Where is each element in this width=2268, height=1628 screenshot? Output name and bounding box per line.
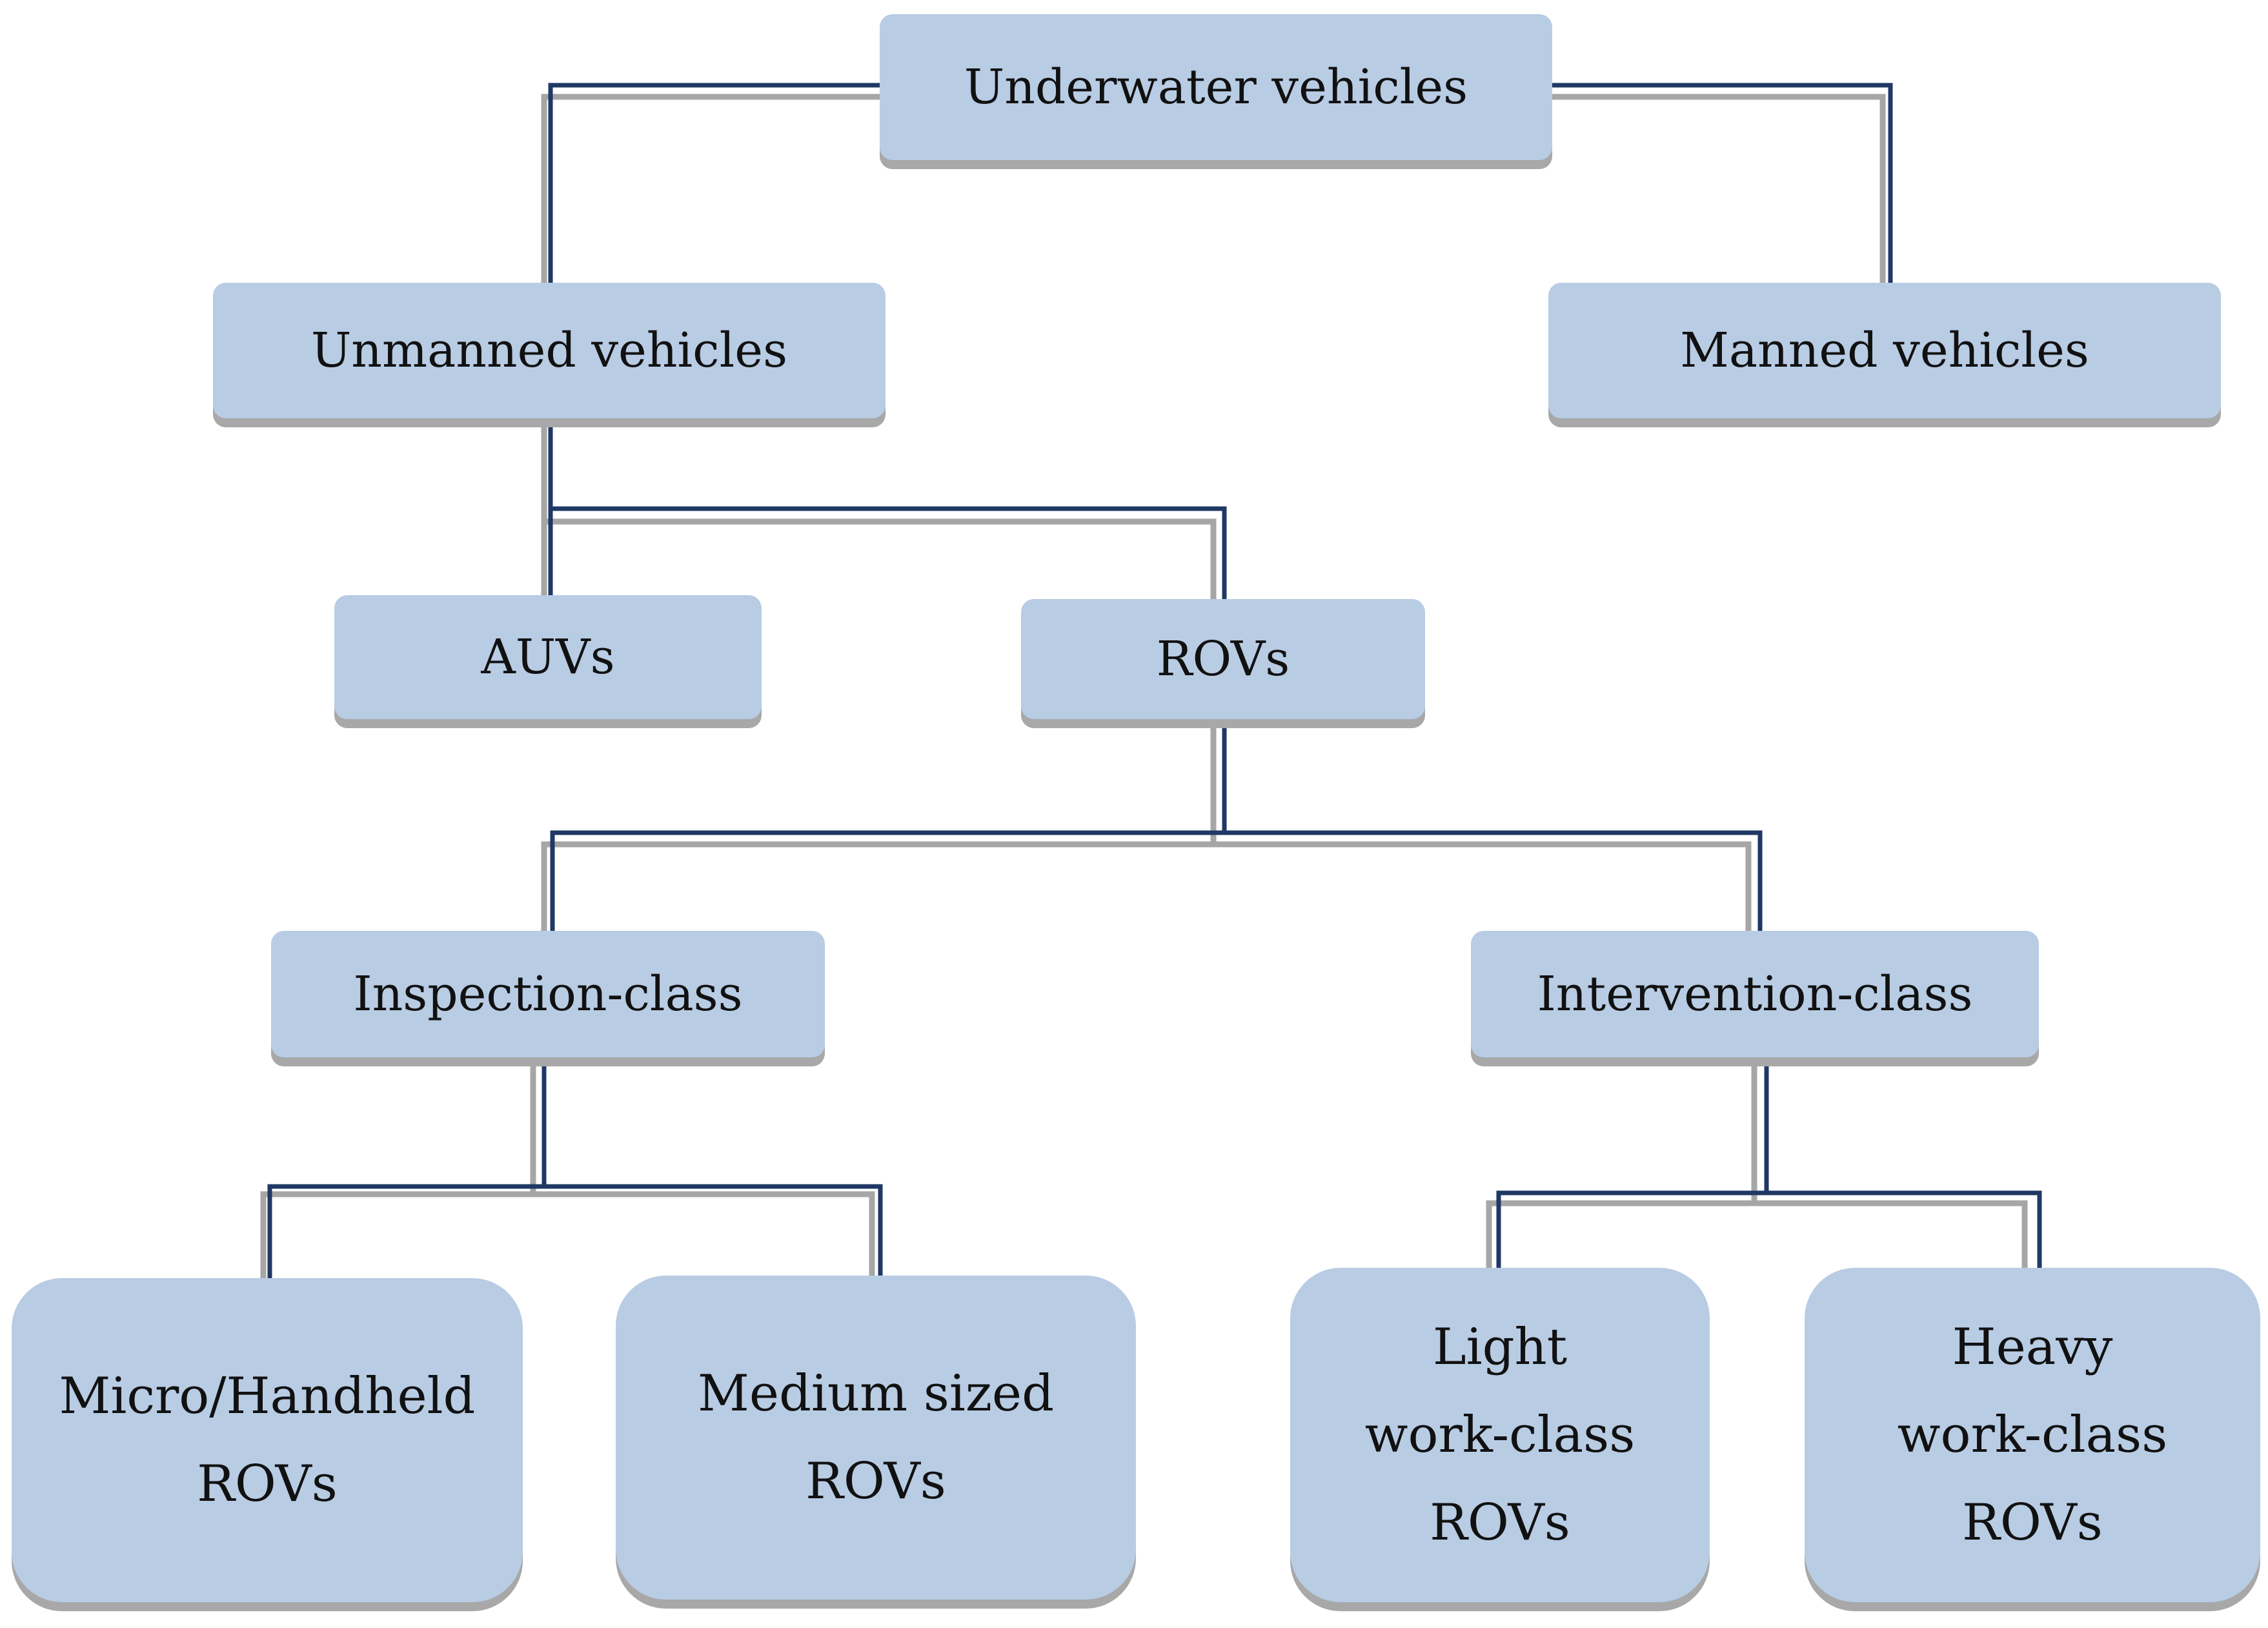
connector-inspection-micro: [267, 1184, 544, 1278]
connector-rovs-inspection: [550, 830, 1224, 931]
node-label: Underwater vehicles: [964, 59, 1468, 115]
node-label-line: Medium sized: [697, 1365, 1055, 1423]
connector-inspection-medium: [544, 1184, 883, 1276]
node-rovs: ROVs: [1021, 599, 1425, 719]
connector-shadow-root-manned: [1552, 94, 1886, 283]
node-label: Inspection-class: [353, 966, 743, 1022]
connector-shadow-intervention-heavy: [1754, 1200, 2028, 1268]
node-micro-handheld-rovs: Micro/Handheld ROVs: [12, 1278, 523, 1602]
node-label-line: ROVs: [805, 1452, 946, 1511]
node-label-line: ROVs: [1430, 1494, 1570, 1552]
node-auvs: AUVs: [334, 595, 762, 719]
node-label-line: work-class: [1897, 1406, 2168, 1464]
node-heavy-work-class-rovs: Heavy work-class ROVs: [1805, 1268, 2260, 1602]
node-label: Unmanned vehicles: [310, 323, 788, 378]
connector-unmanned-rovs: [551, 506, 1227, 599]
node-label-line: Light: [1432, 1318, 1568, 1376]
connector-shadow-unmanned-rovs: [544, 518, 1217, 599]
connector-intervention-heavy: [1767, 1190, 2042, 1268]
connector-root-unmanned: [548, 83, 880, 283]
node-label: Manned vehicles: [1680, 323, 2089, 378]
node-intervention-class: Intervention-class: [1471, 931, 2039, 1057]
connector-strokes: [267, 83, 2042, 1278]
node-light-work-class-rovs: Light work-class ROVs: [1290, 1268, 1710, 1602]
connector-shadows: [260, 94, 2028, 1278]
node-label-line: ROVs: [197, 1455, 338, 1513]
node-medium-sized-rovs: Medium sized ROVs: [616, 1276, 1136, 1600]
node-underwater-vehicles: Underwater vehicles: [880, 14, 1552, 160]
node-manned-vehicles: Manned vehicles: [1548, 283, 2221, 418]
connector-shadow-rovs-inspection: [541, 841, 1213, 931]
node-label-line: Micro/Handheld: [59, 1367, 476, 1425]
node-label-line: ROVs: [1962, 1494, 2103, 1552]
connector-shadow-rovs-intervention: [1213, 841, 1752, 931]
connector-shadow-root-unmanned: [541, 94, 880, 283]
connector-shadow-inspection-medium: [533, 1191, 875, 1276]
connector-rovs-intervention: [1224, 830, 1763, 931]
node-label-line: work-class: [1364, 1406, 1635, 1464]
node-inspection-class: Inspection-class: [271, 931, 825, 1057]
connector-shadow-intervention-light: [1486, 1200, 1754, 1268]
node-label: ROVs: [1156, 631, 1290, 687]
connector-shadow-inspection-micro: [260, 1191, 533, 1278]
node-label: AUVs: [481, 629, 615, 685]
connector-root-manned: [1552, 83, 1893, 283]
node-label-line: Heavy: [1952, 1318, 2113, 1376]
node-unmanned-vehicles: Unmanned vehicles: [213, 283, 886, 418]
connector-intervention-light: [1496, 1190, 1767, 1268]
node-label: Intervention-class: [1537, 966, 1973, 1022]
